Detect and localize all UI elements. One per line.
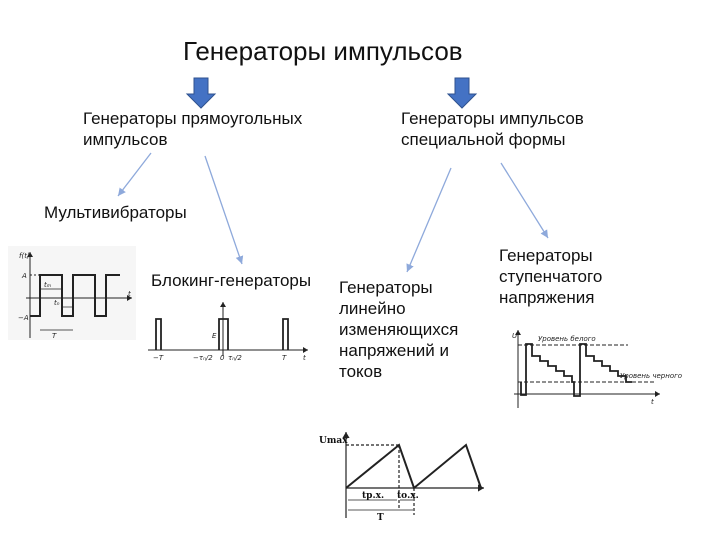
staircase-white-label: Уровень белого [538, 335, 596, 343]
sawtooth-trise-label: tр.х. [362, 491, 384, 501]
pointer-arrow-to-blocking [204, 155, 244, 265]
blocking-E-label: E [212, 332, 217, 340]
square-ylabel: f(t) [19, 252, 30, 260]
blocking-zero-label: 0 [220, 354, 225, 362]
pointer-arrow-to-staircase [500, 162, 549, 239]
page-title: Генераторы импульсов [183, 36, 463, 66]
type-multivibrators: Мультивибраторы [44, 203, 187, 222]
blocking-t-label: t [303, 354, 306, 362]
staircase-t-label: t [651, 398, 654, 406]
blocking-pulse-figure [148, 302, 308, 356]
blocking-tau-label: τₙ/2 [228, 354, 242, 362]
sawtooth-tfall-label: tо.х. [397, 491, 419, 501]
square-wave-figure [8, 246, 136, 340]
branch-rectangular-generators: Генераторы прямоугольных импульсов [83, 109, 303, 149]
blocking-minus-tau-label: −τₙ/2 [193, 354, 213, 362]
staircase-black-label: Уровень черного [620, 372, 682, 380]
type-linear-voltage-generators: Генераторы линейно изменяющихся напряжен… [339, 278, 459, 381]
branch-special-shape-generators: Генераторы импульсов специальной формы [401, 109, 584, 149]
square-T-label: T [52, 332, 57, 340]
square-negA-label: −A [18, 314, 29, 322]
square-tn-label: tₙ [54, 299, 60, 307]
type-staircase-generators: Генераторы ступенчатого напряжения [499, 246, 603, 307]
square-tm-label: tₘ [44, 281, 52, 289]
pointer-arrow-to-linear [406, 167, 452, 273]
staircase-U-label: U [512, 332, 517, 340]
pointer-arrow-to-multivibrators [117, 152, 152, 197]
down-arrow-icon [446, 77, 478, 109]
sawtooth-T-label: T [377, 513, 384, 523]
square-t-label: t [128, 290, 131, 298]
blocking-T-label: T [282, 354, 287, 362]
sawtooth-umax-label: Umax [319, 436, 348, 446]
type-blocking-generators: Блокинг-генераторы [151, 271, 312, 290]
sawtooth-figure [342, 432, 484, 518]
staircase-figure [514, 330, 660, 408]
blocking-minusT-label: −T [153, 354, 164, 362]
down-arrow-icon [185, 77, 217, 109]
square-A-label: A [21, 272, 27, 280]
